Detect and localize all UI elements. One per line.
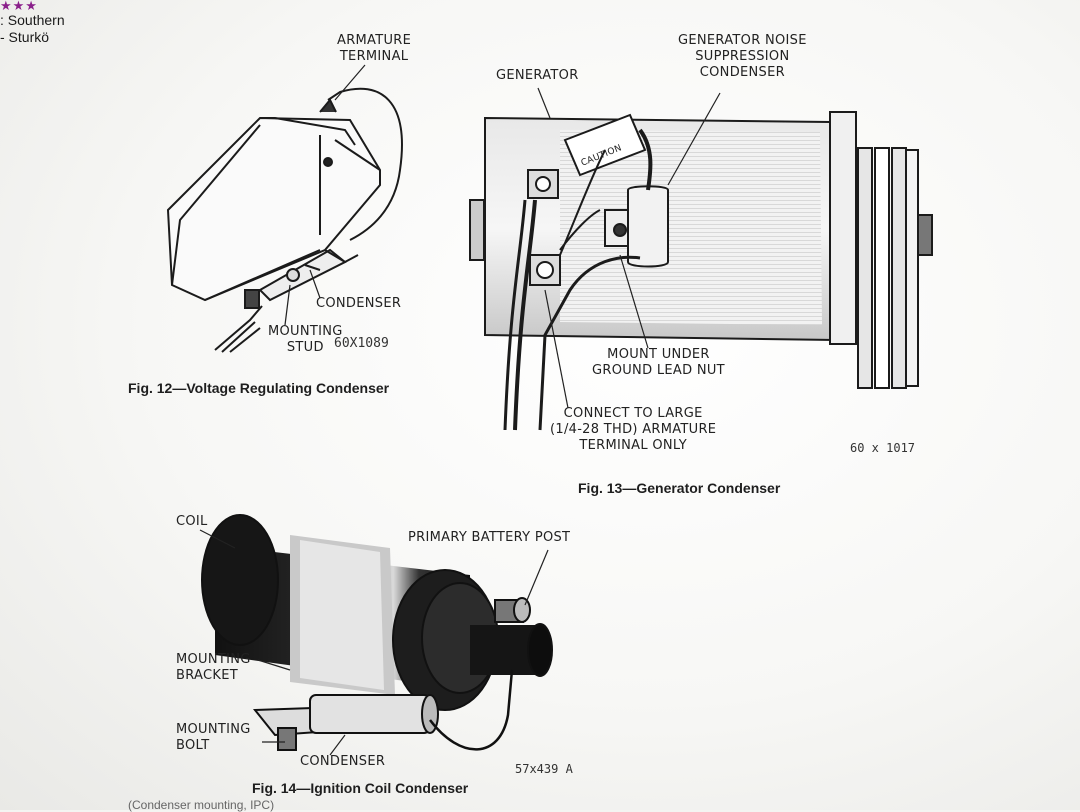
voltage-regulator-drawing	[166, 87, 403, 353]
fig13-code: 60 x 1017	[850, 441, 916, 455]
fig13-noise-condenser-label: GENERATOR NOISE SUPPRESSION CONDENSER	[678, 33, 807, 80]
ignition-coil-drawing	[201, 514, 553, 751]
generator-drawing	[469, 111, 933, 431]
fig12-armature-terminal-label: ARMATURE TERMINAL	[337, 33, 412, 64]
fig12-leader-lines	[284, 64, 366, 326]
fig12-mounting-stud-label: MOUNTING STUD	[268, 324, 343, 355]
fig13-caption: Fig. 13—Generator Condenser	[578, 480, 781, 496]
header-line-2: - Sturkö	[0, 29, 50, 45]
fig14-code: 57x439 A	[515, 762, 573, 776]
fig14-mounting-bolt-label: MOUNTING BOLT	[176, 722, 251, 753]
fig14-coil-label: COIL	[176, 514, 208, 529]
fig13-generator-label: GENERATOR	[496, 68, 579, 83]
fig14-caption: Fig. 14—Ignition Coil Condenser	[252, 780, 469, 796]
fig14-condenser-label: CONDENSER	[300, 754, 386, 769]
fig14-leader-lines	[199, 529, 549, 756]
fig13-connect-label: CONNECT TO LARGE (1/4-28 THD) ARMATURE T…	[550, 406, 717, 453]
footer-text: (Condenser mounting, IPC)	[128, 798, 275, 812]
fig12-caption: Fig. 12—Voltage Regulating Condenser	[128, 380, 390, 396]
fig13-mount-under-label: MOUNT UNDER GROUND LEAD NUT	[592, 347, 725, 378]
header-snippet: ★★★ : Southern - Sturkö	[0, 0, 65, 46]
header-line-1: : Southern	[0, 12, 65, 28]
fig14-primary-post-label: PRIMARY BATTERY POST	[408, 530, 571, 545]
fig13-leader-lines	[537, 87, 721, 409]
fig12-code: 60X1089	[334, 336, 389, 351]
rating-stars: ★★★	[0, 0, 38, 13]
fig14-mounting-bracket-label: MOUNTING BRACKET	[176, 652, 251, 683]
fig12-condenser-label: CONDENSER	[316, 296, 402, 311]
